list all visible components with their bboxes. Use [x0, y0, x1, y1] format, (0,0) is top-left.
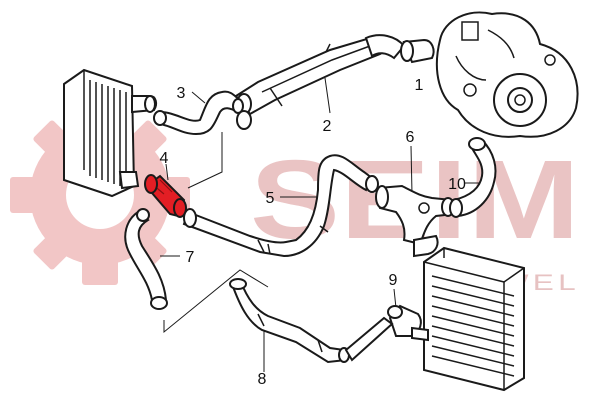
part-3-s-hose [153, 90, 244, 136]
part-5-middle-pipe [182, 154, 379, 258]
callout-10: 10 [448, 176, 466, 193]
left-intercooler [63, 68, 158, 198]
callout-9: 9 [389, 272, 398, 289]
part-10-curved-hose [449, 137, 497, 218]
part-7-curved-hose [124, 208, 168, 310]
part-9-connector [387, 304, 429, 342]
part-6-junction-housing [375, 184, 456, 258]
part-8-lower-pipe [229, 278, 394, 364]
callout-labels: 1 2 3 4 5 6 7 8 9 10 [160, 77, 466, 388]
part-4-highlighted-hose [144, 174, 187, 218]
callout-7: 7 [186, 249, 195, 266]
callout-4: 4 [160, 150, 169, 167]
callout-5: 5 [266, 190, 275, 207]
part-1-small-elbow [400, 38, 435, 64]
callout-6: 6 [406, 129, 415, 146]
turbocharger-body [435, 11, 579, 138]
callout-1: 1 [415, 77, 424, 94]
callout-2: 2 [323, 118, 332, 135]
part-2-upper-pipe [234, 34, 406, 130]
callout-8: 8 [258, 371, 267, 388]
right-intercooler [423, 246, 525, 392]
callout-3: 3 [177, 85, 186, 102]
